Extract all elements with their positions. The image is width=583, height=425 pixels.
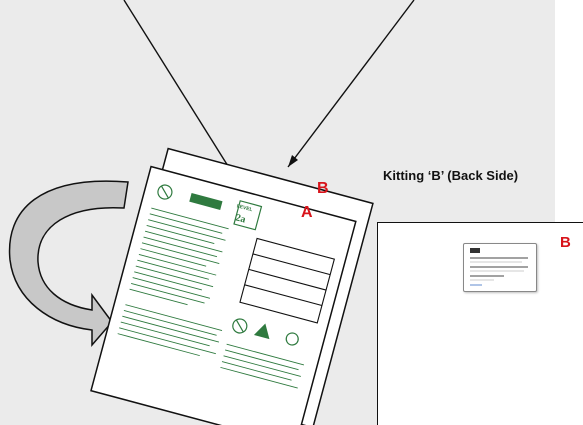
label-b-front: B: [317, 180, 329, 197]
label-a-front: A: [301, 204, 313, 221]
label-b-back: B: [560, 234, 571, 251]
back-side-label-thumbnail: [463, 243, 537, 292]
pointer-line-right: [288, 0, 414, 167]
kitting-b-heading: Kitting ‘B’ (Back Side): [383, 168, 583, 183]
